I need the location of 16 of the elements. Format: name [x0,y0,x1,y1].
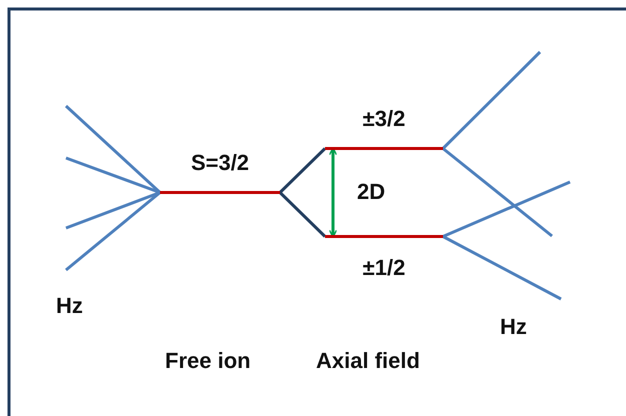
field-label: Hz [56,293,83,319]
splitting-line [65,191,161,272]
double-arrow [328,147,338,238]
splitting-line [442,50,542,150]
splitting-line [442,180,571,238]
splitting-line [64,104,162,194]
splitting-line [442,147,553,238]
connector-line [278,191,326,238]
energy-level: S=3/2 [160,150,280,194]
connector-line [278,147,326,194]
splitting-line [442,235,562,300]
column-label: Free ion [165,348,251,374]
column-label: Axial field [316,348,420,374]
energy-level: ±3/2 [325,106,443,150]
field-label: Hz [500,314,527,340]
energy-level: ±1/2 [325,235,443,281]
